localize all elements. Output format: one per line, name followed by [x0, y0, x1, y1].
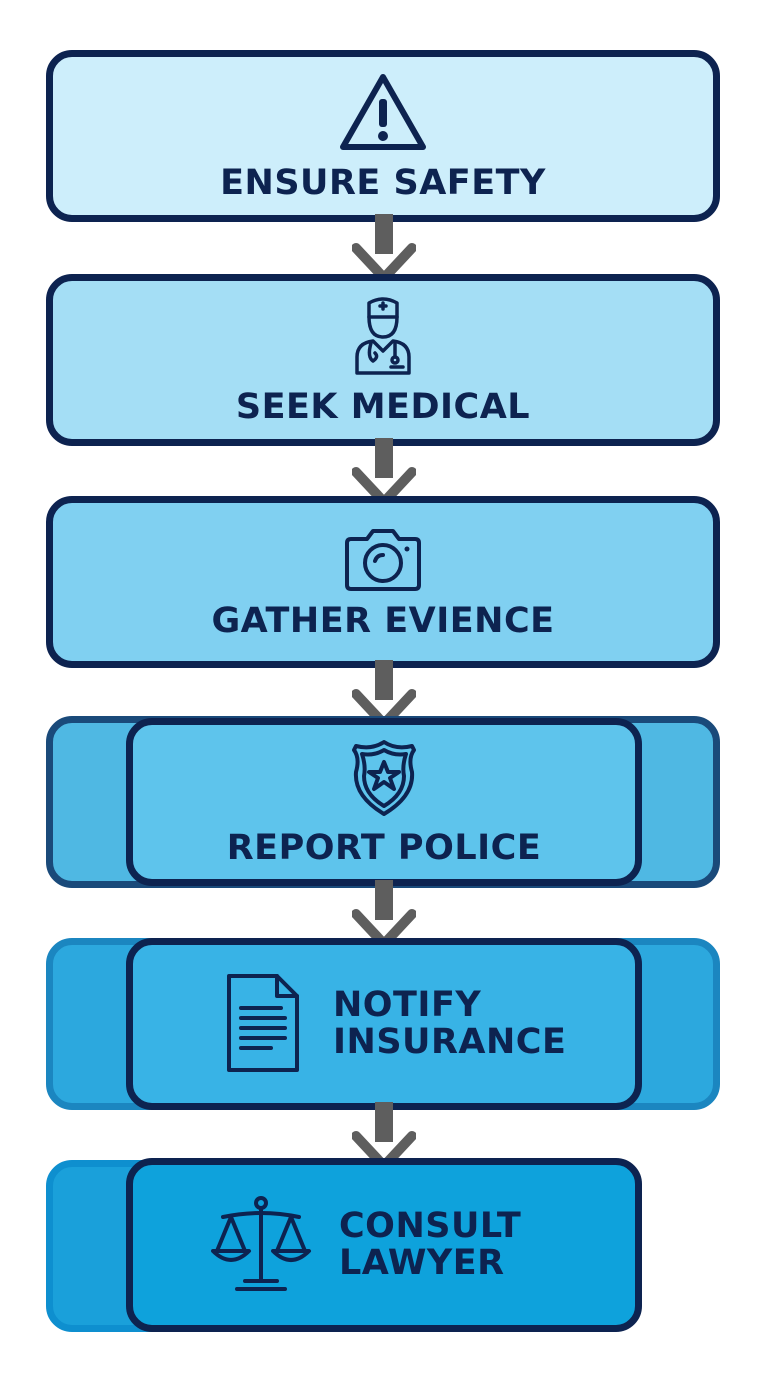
step-report-police: REPORT POLICE [126, 718, 642, 886]
camera-icon [345, 528, 421, 591]
step-gather-evidence: GATHER EVIENCE [46, 496, 720, 668]
document-icon [227, 974, 299, 1072]
step-label: SEEK MEDICAL [235, 386, 531, 427]
step-consult-lawyer: CONSULT LAWYER [126, 1158, 642, 1332]
warning-triangle-icon [340, 73, 426, 150]
step-ensure-safety: ENSURE SAFETY [46, 50, 720, 222]
step-notify-insurance: NOTIFY INSURANCE [126, 938, 642, 1110]
scales-of-justice-icon [211, 1196, 311, 1291]
step-label: NOTIFY INSURANCE [333, 985, 567, 1062]
step-label: REPORT POLICE [226, 827, 542, 868]
step-label: CONSULT LAWYER [339, 1206, 522, 1283]
step-seek-medical: SEEK MEDICAL [46, 274, 720, 446]
police-badge-icon [352, 739, 416, 816]
step-label: ENSURE SAFETY [220, 162, 546, 203]
doctor-icon [355, 296, 411, 375]
step-label: GATHER EVIENCE [211, 600, 555, 641]
